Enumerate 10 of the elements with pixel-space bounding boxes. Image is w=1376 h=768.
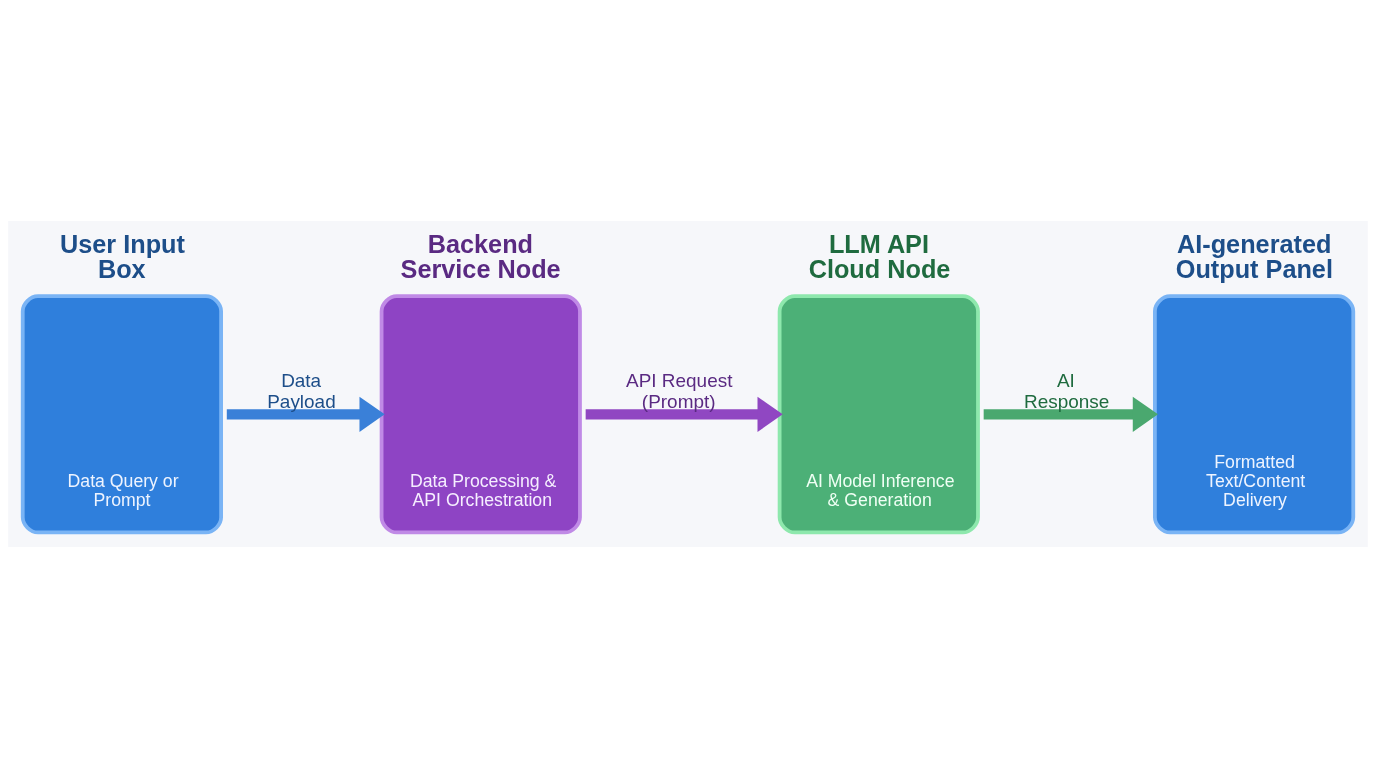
edge-label: Data Payload [267, 369, 336, 413]
edge-label: AI Response [1024, 369, 1110, 413]
arrow [585, 396, 783, 432]
node-label: User Input Box [60, 229, 185, 283]
edge-label: API Request (Prompt) [626, 369, 733, 413]
arrow [226, 396, 385, 432]
arrow [983, 396, 1158, 432]
node-label: AI-generated Output Panel [1175, 229, 1333, 283]
node-label: Backend Service Node [400, 229, 561, 283]
node-label: LLM API Cloud Node [808, 229, 951, 283]
